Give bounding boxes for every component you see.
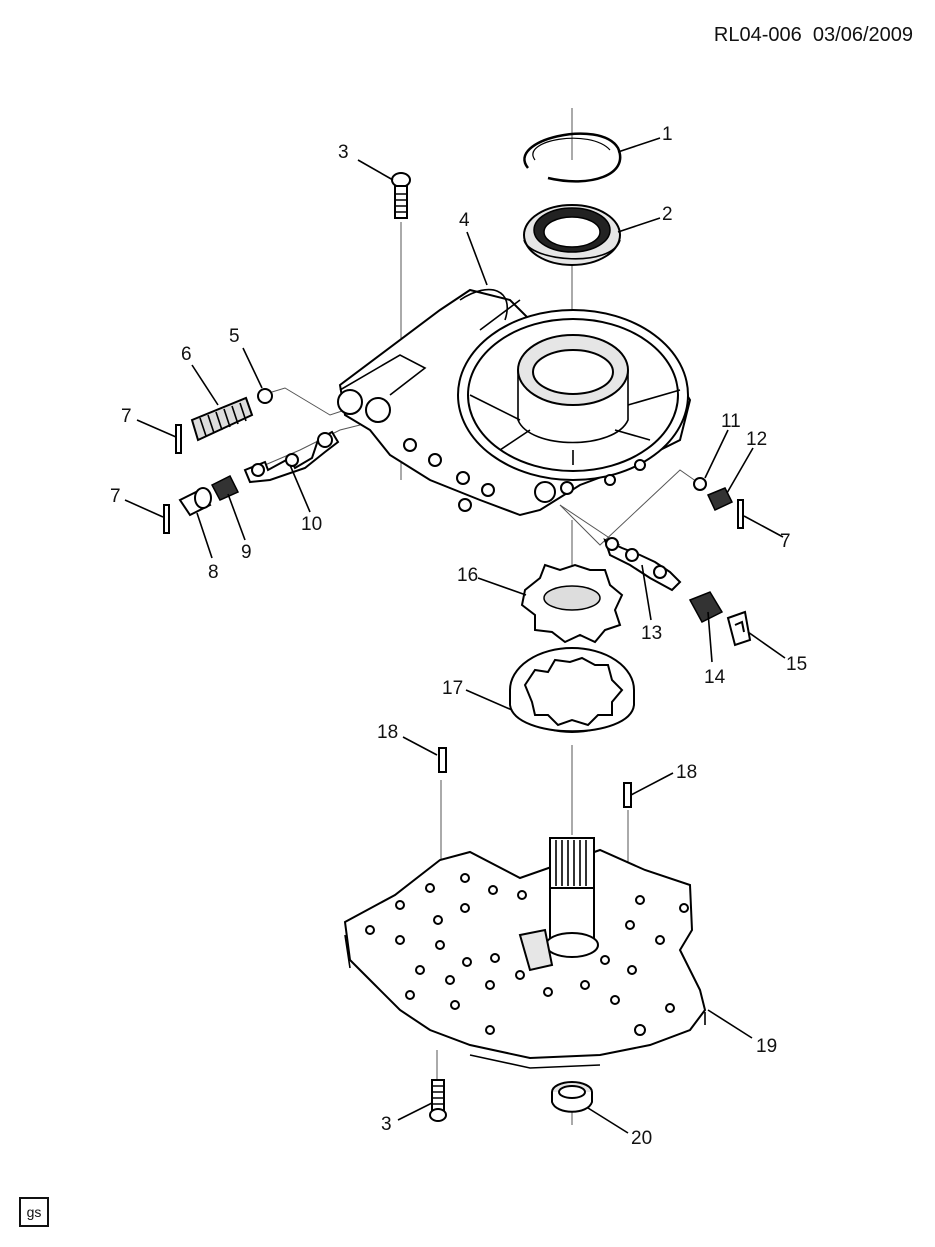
- leader-7c: [743, 515, 784, 538]
- leader-20: [587, 1107, 629, 1134]
- bolt-part-bottom: [429, 1079, 447, 1122]
- valve-axis-line-left: [271, 387, 346, 416]
- leader-6: [191, 364, 219, 406]
- leader-12: [726, 447, 754, 494]
- callout-16: 16: [457, 565, 478, 586]
- callout-7-c: 7: [780, 531, 791, 552]
- callout-7-a: 7: [121, 406, 132, 427]
- callout-15: 15: [786, 654, 807, 675]
- leader-1: [617, 137, 661, 153]
- callout-10: 10: [301, 514, 322, 535]
- valve-part-left: [243, 430, 340, 484]
- spring-part-small: [210, 474, 240, 501]
- bushing-part: [551, 1081, 593, 1113]
- leader-13: [641, 564, 652, 621]
- pin-part-a: [175, 424, 182, 454]
- leader-18a: [402, 736, 438, 756]
- callout-14: 14: [704, 667, 726, 688]
- callout-3-top: 3: [338, 142, 349, 163]
- o-ring-part: [257, 388, 273, 404]
- callout-18-b: 18: [676, 762, 697, 783]
- inner-gear-part: [520, 563, 624, 644]
- leader-4: [466, 231, 488, 286]
- plug-part: [178, 487, 212, 517]
- callout-18-a: 18: [377, 722, 398, 743]
- snap-ring-part: [523, 132, 622, 183]
- dowel-pin-part-b: [623, 782, 632, 808]
- dowel-pin-part-a: [438, 747, 447, 773]
- leader-10: [289, 464, 311, 513]
- outer-gear-part: [509, 647, 635, 733]
- leader-2: [617, 217, 661, 233]
- leader-14: [707, 611, 713, 663]
- diagram-code: RL04-006: [713, 24, 802, 46]
- callout-9: 9: [241, 542, 252, 563]
- callout-5: 5: [229, 326, 240, 347]
- leader-15: [747, 631, 786, 659]
- leader-5: [242, 347, 263, 389]
- gs-tag: gs: [19, 1197, 49, 1227]
- bolt-part-top: [391, 172, 411, 219]
- callout-8: 8: [208, 562, 219, 583]
- seal-part: [523, 204, 621, 266]
- pin-part-c: [737, 499, 744, 529]
- leader-11: [704, 429, 729, 479]
- spring-part-lower: [688, 591, 724, 623]
- callout-12: 12: [746, 429, 767, 450]
- leader-16: [477, 577, 527, 596]
- callout-1: 1: [662, 124, 673, 145]
- spring-part-right: [706, 487, 734, 511]
- leader-7a: [136, 419, 177, 438]
- valve-axis-line-right: [559, 469, 701, 546]
- leader-7b: [124, 499, 164, 518]
- callout-20: 20: [631, 1128, 652, 1149]
- callout-6: 6: [181, 344, 192, 365]
- callout-2: 2: [662, 204, 673, 225]
- callout-19: 19: [756, 1036, 777, 1057]
- callout-11: 11: [721, 411, 741, 432]
- check-ball-part: [693, 477, 707, 491]
- leader-19: [707, 1009, 753, 1039]
- diagram-date: 03/06/2009: [812, 24, 913, 46]
- spring-part-large: [190, 396, 254, 442]
- callout-3-bottom: 3: [381, 1114, 392, 1135]
- diagram-header: RL04-006 03/06/2009: [714, 24, 913, 47]
- callout-13: 13: [641, 623, 662, 644]
- callout-4: 4: [459, 210, 470, 231]
- leader-9: [227, 493, 246, 541]
- pump-body-part: [337, 288, 692, 517]
- retainer-clip-part: [726, 610, 752, 647]
- valve-plate-part: [343, 837, 707, 1069]
- callout-7-b: 7: [110, 486, 121, 507]
- leader-3a: [357, 159, 394, 181]
- leader-3b: [397, 1102, 433, 1121]
- callout-17: 17: [442, 678, 463, 699]
- leader-18b: [630, 772, 674, 796]
- pin-part-b: [163, 504, 170, 534]
- valve-part-right: [603, 537, 682, 592]
- leader-8: [196, 512, 213, 559]
- leader-17: [465, 689, 513, 711]
